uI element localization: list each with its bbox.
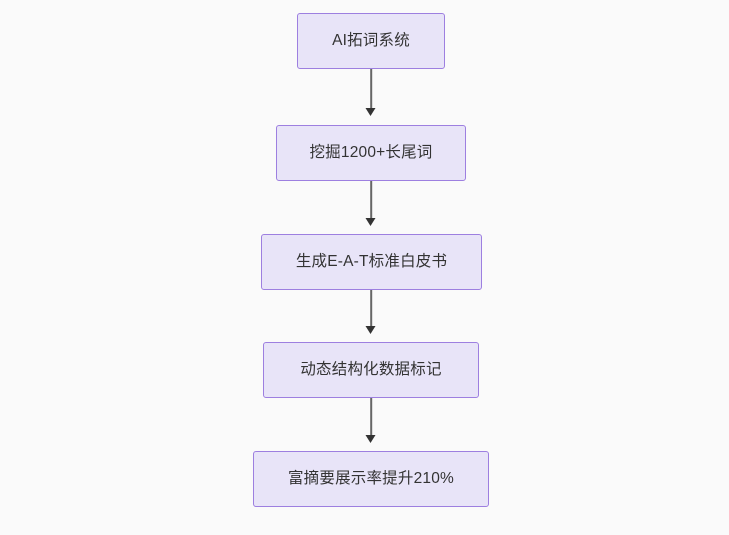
edge-line <box>370 290 372 326</box>
flow-node-rich-snippet-result[interactable]: 富摘要展示率提升210% <box>253 451 489 507</box>
edge-line <box>370 181 372 218</box>
flow-node-label: 生成E-A-T标准白皮书 <box>295 252 448 270</box>
arrowhead-icon <box>365 435 376 443</box>
flow-node-label: 动态结构化数据标记 <box>300 360 442 378</box>
flow-node-label: AI拓词系统 <box>332 31 410 49</box>
flow-node-label: 富摘要展示率提升210% <box>287 469 455 487</box>
flow-node-ai-keyword-system[interactable]: AI拓词系统 <box>297 13 445 69</box>
arrowhead-icon <box>365 326 376 334</box>
flow-node-label: 挖掘1200+长尾词 <box>309 143 433 161</box>
edge-line <box>370 398 372 435</box>
edge-line <box>370 69 372 108</box>
flow-node-longtail-keywords[interactable]: 挖掘1200+长尾词 <box>276 125 466 181</box>
flow-node-structured-data-markup[interactable]: 动态结构化数据标记 <box>263 342 479 398</box>
arrowhead-icon <box>365 108 376 116</box>
flow-node-eat-whitepaper[interactable]: 生成E-A-T标准白皮书 <box>261 234 482 290</box>
arrowhead-icon <box>365 218 376 226</box>
